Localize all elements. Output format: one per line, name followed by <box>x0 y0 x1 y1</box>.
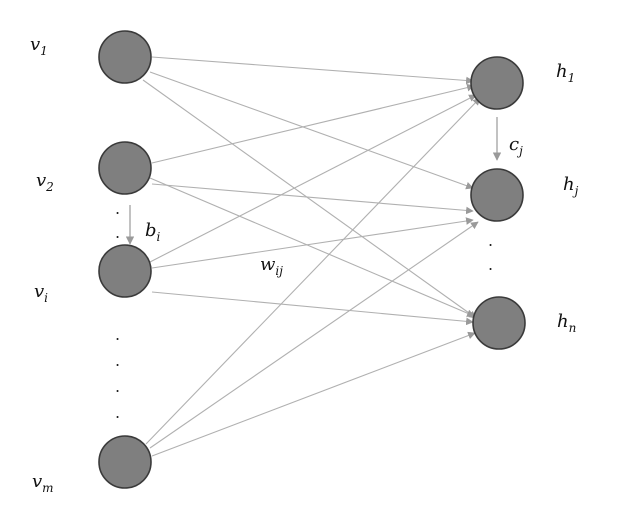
weight-edges <box>142 56 481 457</box>
ellipsis-dot: . <box>115 377 120 396</box>
ellipsis-dot: . <box>115 325 120 344</box>
hidden-node-hj <box>470 168 524 222</box>
visible-node-v1 <box>98 30 152 84</box>
visible-node-v2 <box>98 141 152 195</box>
ellipsis-dot: . <box>488 231 493 250</box>
visible-layer <box>98 30 152 489</box>
visible-ellipsis-lower: . . . . <box>115 325 120 422</box>
hidden-ellipsis: . . <box>488 231 493 274</box>
label-v2: v2 <box>36 170 54 194</box>
label-v1: v1 <box>30 34 48 58</box>
ellipsis-dot: . <box>115 403 120 422</box>
edge-v1-hn <box>142 79 477 319</box>
edge-vi-hj <box>151 217 474 269</box>
edge-v2-h1 <box>151 83 475 164</box>
visible-node-vm <box>98 435 152 489</box>
edge-vm-hn <box>151 331 476 457</box>
edge-v1-h1 <box>151 56 474 85</box>
edge-vm-hj <box>149 221 479 449</box>
ellipsis-dot: . <box>115 199 120 218</box>
visible-ellipsis-upper: . . <box>115 199 120 242</box>
label-visible-bias: bi <box>145 220 161 244</box>
edge-vi-hn <box>151 291 474 326</box>
hidden-node-h1 <box>470 56 524 110</box>
ellipsis-dot: . <box>115 351 120 370</box>
visible-node-vi <box>98 244 152 298</box>
ellipsis-dot: . <box>115 223 120 242</box>
edge-vi-h1 <box>149 94 477 263</box>
label-weight: wij <box>260 254 283 278</box>
edge-v2-hn <box>149 177 475 317</box>
edge-v1-hj <box>149 71 474 190</box>
label-vi: vi <box>34 281 48 305</box>
label-h1: h1 <box>556 61 575 85</box>
label-hj: hj <box>563 174 579 198</box>
label-vm: vm <box>32 471 54 495</box>
edge-v2-hj <box>151 183 474 215</box>
label-hidden-bias: cj <box>509 134 523 158</box>
hidden-node-hn <box>472 296 526 350</box>
edge-vm-h1 <box>145 97 481 445</box>
hidden-layer <box>470 56 526 350</box>
label-hn: hn <box>557 311 576 335</box>
ellipsis-dot: . <box>488 255 493 274</box>
